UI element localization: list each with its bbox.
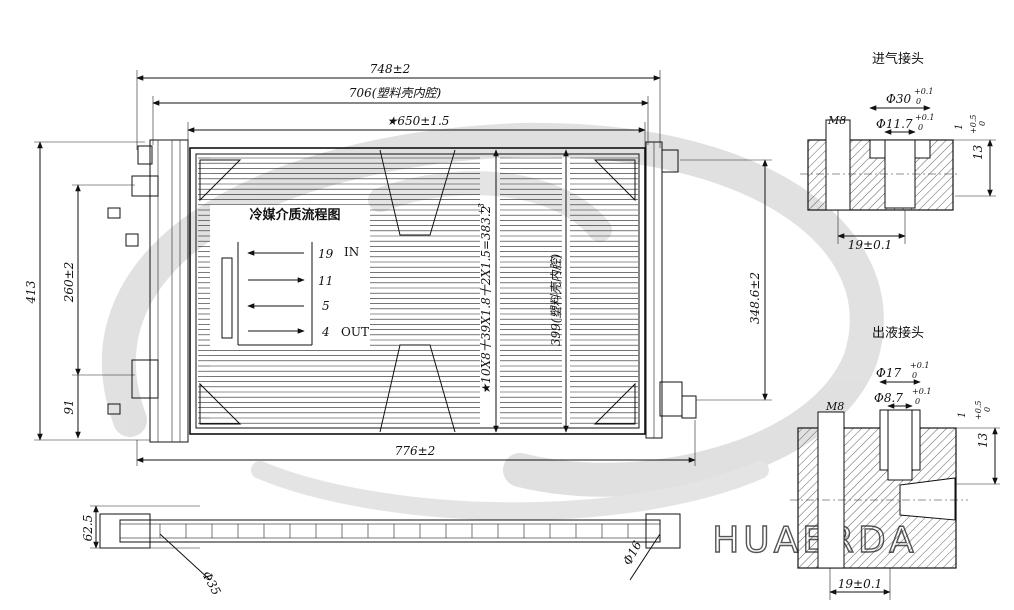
dim-plastic-cavity: 706(塑料壳内腔) <box>349 86 442 100</box>
side-view: 62.5 Φ35 Φ16 <box>81 505 681 598</box>
outlet-height-tol2: 0 <box>983 407 992 412</box>
inlet-outer-tol: +0.1 <box>914 87 933 96</box>
outlet-height: 13 <box>976 432 990 448</box>
inlet-title: 进气接头 <box>872 51 924 67</box>
inlet-outer-tol2: 0 <box>916 97 921 106</box>
flow-pass-11: 11 <box>318 274 333 288</box>
flow-out-label: OUT <box>341 325 369 339</box>
flow-pass-19: 19 <box>318 247 334 261</box>
inlet-height-tol: +0.5 <box>969 115 978 134</box>
inlet-height: 13 <box>971 144 985 160</box>
inlet-outer-dia: Φ30 <box>886 92 911 106</box>
watermark-swirl <box>101 122 884 521</box>
inlet-thread: M8 <box>827 114 846 127</box>
dim-height-260: 260±2 <box>62 262 76 304</box>
dim-cavity-399: 399(塑料壳内腔) <box>549 254 563 347</box>
outlet-inner-dia: Φ8.7 <box>874 391 903 405</box>
outlet-detail: 出液接头 Φ17 +0.1 0 Φ8.7 +0.1 0 M8 19±0.1 13… <box>790 325 1000 600</box>
front-view <box>107 139 697 443</box>
flow-pass-4: 4 <box>321 325 330 339</box>
left-dimensions: 413 260±2 91 <box>24 141 150 441</box>
outlet-inner-tol: +0.1 <box>912 387 931 396</box>
dim-overall-width: 748±2 <box>370 62 411 76</box>
flow-pass-5: 5 <box>322 299 330 313</box>
right-dimension: 348.6±2 <box>680 159 772 401</box>
inlet-height-tol2: 0 <box>978 121 987 126</box>
inlet-inner-dia: Φ11.7 <box>876 117 913 131</box>
dim-side-62: 62.5 <box>81 515 95 542</box>
top-dimensions: 748±2 706(塑料壳内腔) ★650±1.5 <box>136 62 661 150</box>
outlet-outer-dia: Φ17 <box>876 366 901 380</box>
bottom-dimension: 776±2 <box>136 420 696 466</box>
dim-height-348: 348.6±2 <box>748 272 762 324</box>
dim-core-width: ★650±1.5 <box>387 114 450 128</box>
dim-height-91: 91 <box>62 399 76 414</box>
dim-core-vertical: ★10X8十39X1.8十2X1.5=383.2 <box>479 206 493 395</box>
flow-in-label: IN <box>344 245 359 259</box>
outlet-thread: M8 <box>825 400 844 413</box>
outlet-outer-tol: +0.1 <box>910 361 929 370</box>
outlet-step: 1 <box>957 412 968 418</box>
dim-height-413: 413 <box>24 280 38 304</box>
dim-bottom-width: 776±2 <box>395 444 436 458</box>
dim-core-vertical-sup: +3 <box>477 203 486 215</box>
inlet-inner-tol: +0.1 <box>915 113 934 122</box>
flow-chart: 冷媒介质流程图 19 11 5 4 IN OUT <box>221 207 369 346</box>
outlet-height-tol: +0.5 <box>974 401 983 420</box>
outlet-inner-tol2: 0 <box>915 397 920 406</box>
inlet-depth: 19±0.1 <box>848 238 892 252</box>
inlet-inner-tol2: 0 <box>918 123 923 132</box>
outlet-depth: 19±0.1 <box>838 577 882 591</box>
inlet-detail: 进气接头 Φ30 +0.1 0 Φ11.7 +0.1 0 M8 19±0.1 1… <box>800 51 996 252</box>
outlet-outer-tol2: 0 <box>912 371 917 380</box>
outlet-title: 出液接头 <box>872 325 924 341</box>
inlet-step: 1 <box>954 124 965 130</box>
dim-side-635: Φ35 <box>199 569 223 598</box>
flow-chart-title: 冷媒介质流程图 <box>249 207 340 223</box>
